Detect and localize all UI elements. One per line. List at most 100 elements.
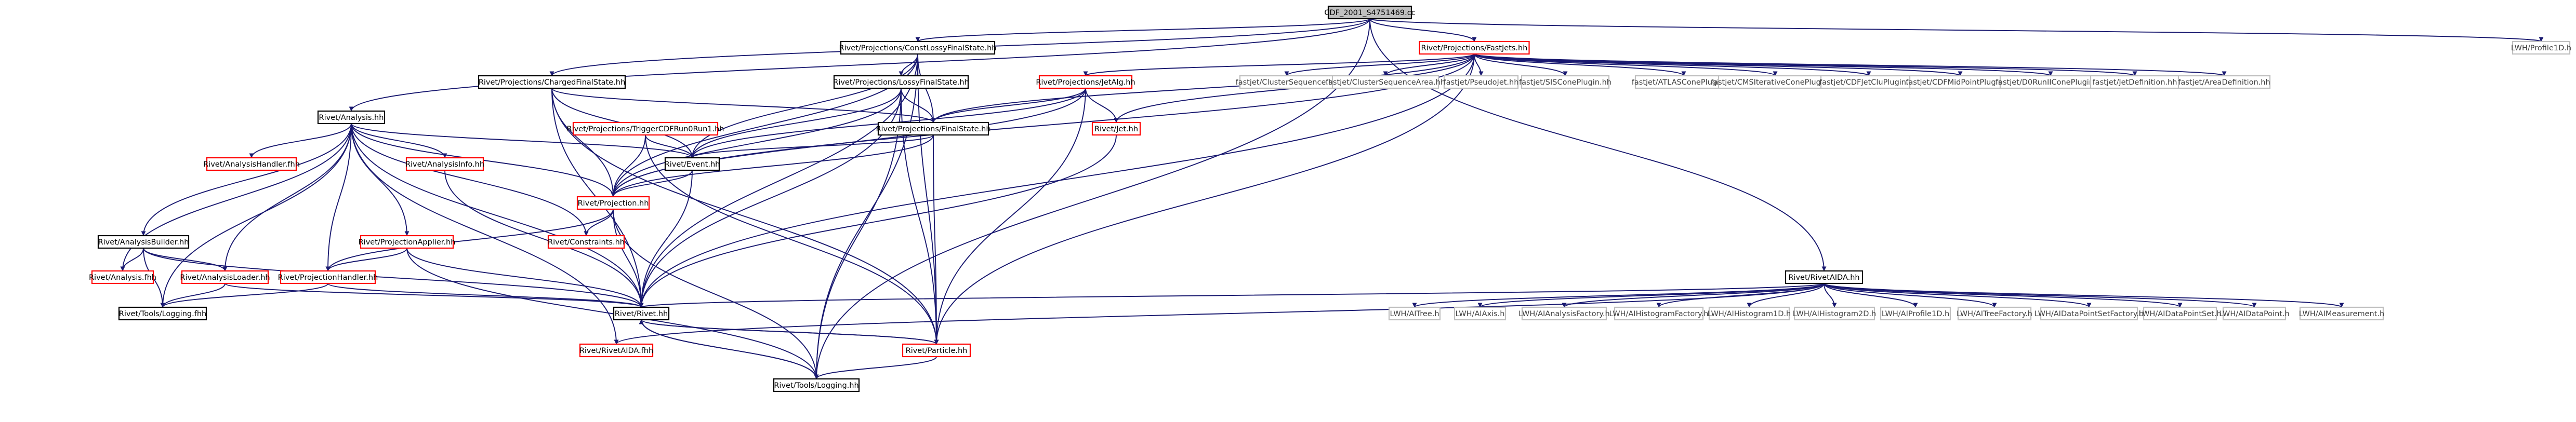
node-ahandler[interactable]: Rivet/AnalysisHandler.fhh [203, 157, 300, 171]
node-fj_cms[interactable]: fastjet/CMSIterativeConePlugin.hh [1711, 75, 1840, 89]
node-box-root [1327, 5, 1412, 20]
node-lwh_h2[interactable]: LWH/AIHistogram2D.h [1793, 306, 1876, 321]
node-finalstate[interactable]: Rivet/Projections/FinalState.hh [876, 121, 991, 136]
node-chfs[interactable]: Rivet/Projections/ChargedFinalState.hh [478, 75, 626, 89]
node-label-chfs: Rivet/Projections/ChargedFinalState.hh [479, 78, 625, 87]
node-fj_cdfclu[interactable]: fastjet/CDFJetCluPlugin.hh [1819, 75, 1918, 89]
node-fj_sis[interactable]: fastjet/SISConePlugin.hh [1519, 75, 1611, 89]
node-lwh_axis[interactable]: LWH/AIAxis.h [1454, 306, 1507, 321]
node-logging[interactable]: Rivet/Tools/Logging.hh [773, 378, 860, 392]
edge-root-to-analysis [349, 18, 1370, 112]
edge-event-to-rivet [639, 170, 693, 308]
node-lwh_dps[interactable]: LWH/AIDataPointSet.h [2138, 306, 2222, 321]
node-fj_d0[interactable]: fastjet/D0RunIIConePlugin.hh [1996, 75, 2106, 89]
node-label-lwh_dpsf: LWH/AIDataPointSetFactory.h [2035, 310, 2144, 318]
node-lwh_p1[interactable]: LWH/AIProfile1D.h [1880, 306, 1951, 321]
edge-projection-to-rivet [613, 209, 644, 308]
node-rivetaida[interactable]: Rivet/RivetAIDA.hh [1785, 270, 1864, 284]
node-box-ahandler [206, 157, 297, 171]
edge-rivetaida-to-lwh_dp [1824, 283, 2257, 308]
node-box-lossy [833, 75, 969, 89]
node-lwh_af[interactable]: LWH/AIAnalysisFactory.h [1518, 306, 1610, 321]
edge-aloader-to-toolslogfhh [160, 283, 226, 308]
node-label-aloader: Rivet/AnalysisLoader.hh [180, 274, 270, 282]
edge-projection-to-constraints [584, 209, 614, 236]
edge-analysis-to-rivet [351, 123, 644, 308]
node-phandler[interactable]: Rivet/ProjectionHandler.hh [278, 270, 378, 284]
node-box-aidafhh [579, 343, 654, 358]
edge-root-to-lwhprof [1369, 18, 2543, 42]
node-box-fastjets [1419, 40, 1530, 55]
node-lwh_h1[interactable]: LWH/AIHistogram1D.h [1708, 306, 1791, 321]
node-box-lwh_dp [2222, 306, 2287, 321]
node-lwhprof[interactable]: LWH/Profile1D.h [2511, 40, 2571, 55]
node-box-constraints [547, 235, 625, 249]
node-trigger[interactable]: Rivet/Projections/TriggerCDFRun0Run1.hh [567, 121, 724, 136]
node-label-papplier: Rivet/ProjectionApplier.hh [359, 238, 456, 247]
edge-rivetaida-to-lwh_af [1562, 283, 1825, 308]
node-fj_csa[interactable]: fastjet/ClusterSequenceArea.hh [1326, 75, 1445, 89]
node-label-fj_cms: fastjet/CMSIterativeConePlugin.hh [1711, 78, 1840, 87]
node-fj_atlas[interactable]: fastjet/ATLASConePlugin.hh [1632, 75, 1736, 89]
node-analysis[interactable]: Rivet/Analysis.hh [317, 110, 386, 125]
node-jet[interactable]: Rivet/Jet.hh [1091, 121, 1141, 136]
node-label-particle: Rivet/Particle.hh [906, 347, 968, 355]
edge-fastjets-to-fj_csa [1383, 53, 1475, 76]
edge-jetalg-to-particle [934, 88, 1086, 345]
node-rivet[interactable]: Rivet/Rivet.hh [613, 306, 670, 321]
node-fastjets[interactable]: Rivet/Projections/FastJets.hh [1419, 40, 1530, 55]
node-lwh_dpsf[interactable]: LWH/AIDataPointSetFactory.h [2035, 306, 2144, 321]
node-box-fj_csa [1331, 75, 1439, 89]
node-projection[interactable]: Rivet/Projection.hh [576, 196, 650, 210]
node-aidafhh[interactable]: Rivet/RivetAIDA.fhh [579, 343, 654, 358]
node-box-particle [902, 343, 971, 358]
node-lwh_hf[interactable]: LWH/AIHistogramFactory.h [1609, 306, 1709, 321]
node-label-lwh_h1: LWH/AIHistogram1D.h [1708, 310, 1791, 318]
node-lwh_dp[interactable]: LWH/AIDataPoint.h [2219, 306, 2290, 321]
edge-fastjets-to-particle [934, 53, 1475, 345]
node-fj_pj[interactable]: fastjet/PseudoJet.hh [1444, 75, 1519, 89]
node-box-projection [576, 196, 650, 210]
node-label-fj_atlas: fastjet/ATLASConePlugin.hh [1632, 78, 1736, 87]
node-constraints[interactable]: Rivet/Constraints.hh [547, 235, 625, 249]
edge-root-to-rivetaida [1369, 18, 1827, 271]
node-ainfo[interactable]: Rivet/AnalysisInfo.hh [405, 157, 484, 171]
node-event[interactable]: Rivet/Event.hh [665, 157, 720, 171]
node-lwh_meas[interactable]: LWH/AIMeasurement.h [2299, 306, 2384, 321]
node-label-lwh_hf: LWH/AIHistogramFactory.h [1609, 310, 1709, 318]
node-analysisfhh[interactable]: Rivet/Analysis.fhh [89, 270, 156, 284]
node-lwh_tf[interactable]: LWH/AITreeFactory.h [1957, 306, 2032, 321]
node-fj_cdfmid[interactable]: fastjet/CDFMidPointPlugin.hh [1906, 75, 2015, 89]
node-lwh_tree[interactable]: LWH/AITree.h [1388, 306, 1441, 321]
node-cfs[interactable]: Rivet/Projections/ConstLossyFinalState.h… [839, 40, 997, 55]
edge-rivetaida-to-lwh_hf [1656, 283, 1825, 308]
edge-analysis-to-constraints [351, 123, 589, 236]
node-label-lossy: Rivet/Projections/LossyFinalState.hh [833, 78, 969, 87]
edge-fastjets-to-fj_cms [1474, 53, 1778, 76]
edge-phandler-to-rivet [327, 283, 644, 308]
node-toolslogfhh[interactable]: Rivet/Tools/Logging.fhh [118, 306, 207, 321]
node-jetalg[interactable]: Rivet/Projections/JetAlg.hh [1036, 75, 1135, 89]
node-abuilder[interactable]: Rivet/AnalysisBuilder.hh [97, 235, 190, 249]
node-label-lwh_dps: LWH/AIDataPointSet.h [2138, 310, 2221, 318]
node-label-logging: Rivet/Tools/Logging.hh [774, 382, 858, 390]
edge-analysis-to-aloader [222, 123, 352, 271]
edge-rivetaida-to-lwh_h1 [1747, 283, 1825, 308]
node-box-fj_atlas [1634, 75, 1733, 89]
node-label-ainfo: Rivet/AnalysisInfo.hh [405, 160, 484, 169]
node-box-fj_cdfclu [1820, 75, 1918, 89]
edge-lossy-to-finalstate [901, 88, 936, 123]
node-particle[interactable]: Rivet/Particle.hh [902, 343, 971, 358]
node-lossy[interactable]: Rivet/Projections/LossyFinalState.hh [833, 75, 969, 89]
edge-analysis-to-event [351, 123, 695, 158]
node-fj_areadef[interactable]: fastjet/AreaDefinition.hh [2177, 75, 2271, 89]
edge-trigger-to-particle [645, 134, 939, 345]
node-fj_cs[interactable]: fastjet/ClusterSequence.hh [1236, 75, 1338, 89]
node-papplier[interactable]: Rivet/ProjectionApplier.hh [359, 235, 456, 249]
edge-event-to-projection [611, 170, 693, 197]
node-aloader[interactable]: Rivet/AnalysisLoader.hh [180, 270, 270, 284]
node-box-lwh_axis [1454, 306, 1507, 321]
node-fj_jetdef[interactable]: fastjet/JetDefinition.hh [2090, 75, 2180, 89]
node-root[interactable]: CDF_2001_S4751469.cc [1324, 5, 1416, 20]
